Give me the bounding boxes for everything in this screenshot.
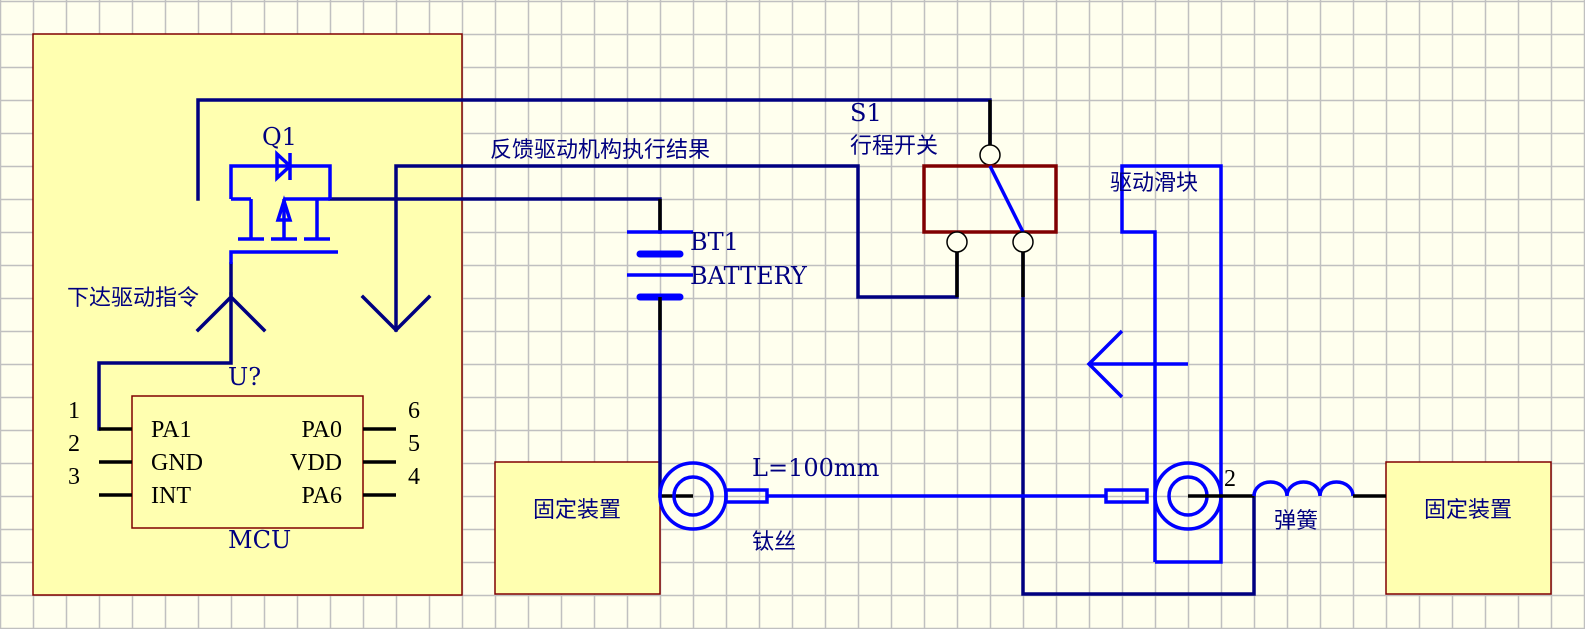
ring-left-inner <box>672 475 714 517</box>
ring-right-tab <box>1104 488 1149 504</box>
command-label: 下达驱动指令 <box>67 286 199 311</box>
wire-length-label: L=100mm <box>752 454 880 482</box>
mcu-body <box>131 395 364 529</box>
pin-name: VDD <box>290 450 342 476</box>
fixed-device-left[interactable] <box>494 461 661 595</box>
mosfet-gate-plate <box>229 250 338 264</box>
fixed-device-right-label: 固定装置 <box>1424 498 1512 523</box>
drive-slider[interactable]: 驱动滑块 <box>1110 164 1223 564</box>
battery-name: BATTERY <box>690 262 808 290</box>
mosfet-arrow-icon <box>275 195 293 222</box>
wire-name-label: 钛丝 <box>752 530 796 555</box>
pin-name: PA0 <box>302 417 342 443</box>
fixed-device-right[interactable] <box>1385 461 1552 595</box>
mcu-name: MCU <box>228 526 291 554</box>
switch-terminal-no <box>1012 231 1034 253</box>
ring-right[interactable] <box>1104 461 1254 531</box>
mcu-designator: U? <box>228 363 261 391</box>
switch-blade <box>988 165 1025 233</box>
switch-name: 行程开关 <box>850 134 938 159</box>
pin-number: 5 <box>408 431 420 457</box>
pin-name: GND <box>151 450 203 476</box>
wire-pa1-command[interactable] <box>97 292 233 431</box>
wire-switch-to-spring[interactable] <box>1021 250 1256 596</box>
spring[interactable]: 2 弹簧 <box>1224 466 1386 534</box>
spring-coil <box>1252 480 1355 497</box>
pin-number: 2 <box>68 431 80 457</box>
pin-number: 1 <box>68 398 80 424</box>
pin-name: PA6 <box>302 483 342 509</box>
pin-name: PA1 <box>151 417 191 443</box>
diode-icon <box>275 150 293 182</box>
q1-designator: Q1 <box>262 123 297 151</box>
mcu-chip[interactable]: U? 1 2 3 6 5 4 PA1 GND INT PA0 VDD PA6 M… <box>68 363 420 554</box>
mosfet-body-diode-loop <box>229 164 332 199</box>
spring-label: 弹簧 <box>1274 509 1318 534</box>
switch-terminal-common <box>979 144 1001 166</box>
switch-terminal-nc <box>946 231 968 253</box>
slider-body <box>1120 164 1223 564</box>
wire-feedback[interactable] <box>394 164 959 332</box>
switch-designator: S1 <box>850 99 882 127</box>
arrow-up-icon <box>195 294 267 333</box>
pin-name: INT <box>151 483 191 509</box>
feedback-label: 反馈驱动机构执行结果 <box>490 138 710 163</box>
pin-number: 4 <box>408 464 420 490</box>
pin-number: 3 <box>68 464 80 490</box>
spring-pin-number: 2 <box>1224 466 1236 492</box>
mosfet-q1[interactable]: Q1 <box>229 123 338 264</box>
battery-bt1[interactable]: BT1 BATTERY <box>627 199 808 330</box>
battery-designator: BT1 <box>690 228 739 256</box>
slider-label: 驱动滑块 <box>1110 171 1198 196</box>
limit-switch-s1[interactable]: S1 行程开关 <box>850 99 1058 297</box>
fixed-device-left-label: 固定装置 <box>533 498 621 523</box>
pin-number: 6 <box>408 398 420 424</box>
arrow-down-icon <box>360 294 432 333</box>
